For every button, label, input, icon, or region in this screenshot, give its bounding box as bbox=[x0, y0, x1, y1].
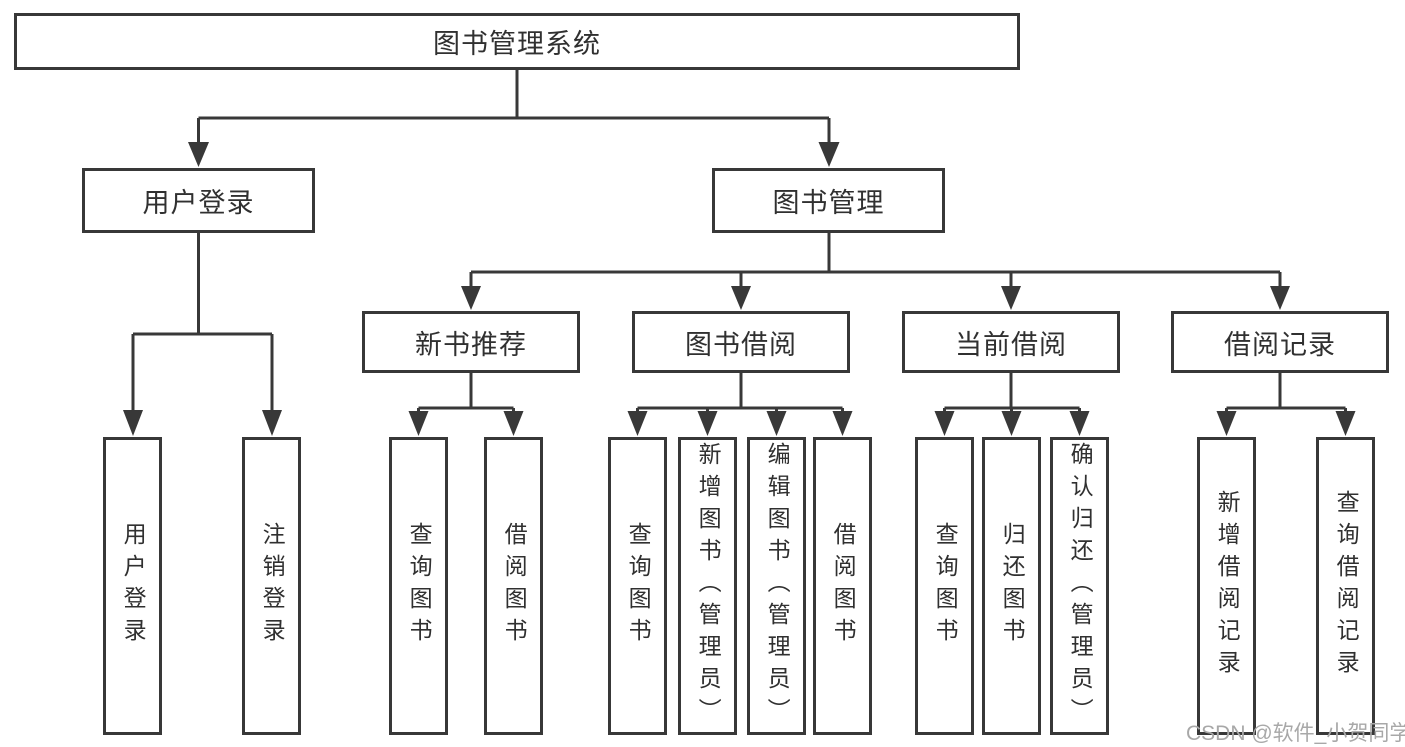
leaf-logout: 注销登录 bbox=[242, 437, 301, 735]
leaf-label: 编辑图书（管理员） bbox=[764, 442, 791, 730]
leaf-label: 查询借阅记录 bbox=[1333, 490, 1360, 682]
node-label: 借阅记录 bbox=[1224, 329, 1336, 360]
leaf-label: 借阅图书 bbox=[830, 522, 857, 650]
leaf-label: 归还图书 bbox=[999, 522, 1026, 650]
node-book-management: 图书管理 bbox=[712, 168, 945, 233]
leaf-query-books-borrow: 查询图书 bbox=[608, 437, 667, 735]
leaf-user-login: 用户登录 bbox=[103, 437, 162, 735]
leaf-borrow-books-recommend: 借阅图书 bbox=[484, 437, 543, 735]
leaf-query-books-current: 查询图书 bbox=[915, 437, 974, 735]
watermark: CSDN @软件_小贺同学 bbox=[1186, 722, 1405, 745]
leaf-label: 借阅图书 bbox=[501, 522, 528, 650]
node-user-login: 用户登录 bbox=[82, 168, 315, 233]
node-book-borrow: 图书借阅 bbox=[632, 311, 850, 373]
leaf-return-books: 归还图书 bbox=[982, 437, 1041, 735]
leaf-label: 查询图书 bbox=[625, 522, 652, 650]
leaf-label: 用户登录 bbox=[120, 522, 147, 650]
leaf-label: 查询图书 bbox=[406, 522, 433, 650]
node-label: 当前借阅 bbox=[955, 329, 1067, 360]
leaf-label: 查询图书 bbox=[932, 522, 959, 650]
node-current-borrow: 当前借阅 bbox=[902, 311, 1120, 373]
node-label: 用户登录 bbox=[142, 188, 255, 218]
leaf-edit-book-admin: 编辑图书（管理员） bbox=[747, 437, 806, 735]
leaf-label: 新增借阅记录 bbox=[1214, 490, 1241, 682]
node-label: 新书推荐 bbox=[415, 329, 527, 360]
arrowheads bbox=[123, 142, 1356, 436]
node-library-management-system: 图书管理系统 bbox=[14, 13, 1020, 70]
leaf-label: 确认归还（管理员） bbox=[1067, 442, 1094, 730]
node-label: 图书借阅 bbox=[685, 329, 797, 360]
leaf-label: 注销登录 bbox=[259, 522, 286, 650]
leaf-query-books-recommend: 查询图书 bbox=[389, 437, 448, 735]
leaf-query-borrow-record: 查询借阅记录 bbox=[1316, 437, 1375, 735]
leaf-borrow-books: 借阅图书 bbox=[813, 437, 872, 735]
node-borrow-records: 借阅记录 bbox=[1171, 311, 1389, 373]
leaf-add-book-admin: 新增图书（管理员） bbox=[678, 437, 737, 735]
leaf-add-borrow-record: 新增借阅记录 bbox=[1197, 437, 1256, 735]
node-label: 图书管理系统 bbox=[433, 29, 601, 59]
node-label: 图书管理 bbox=[772, 188, 885, 218]
node-new-book-recommend: 新书推荐 bbox=[362, 311, 580, 373]
leaf-confirm-return-admin: 确认归还（管理员） bbox=[1050, 437, 1109, 735]
leaf-label: 新增图书（管理员） bbox=[695, 442, 722, 730]
